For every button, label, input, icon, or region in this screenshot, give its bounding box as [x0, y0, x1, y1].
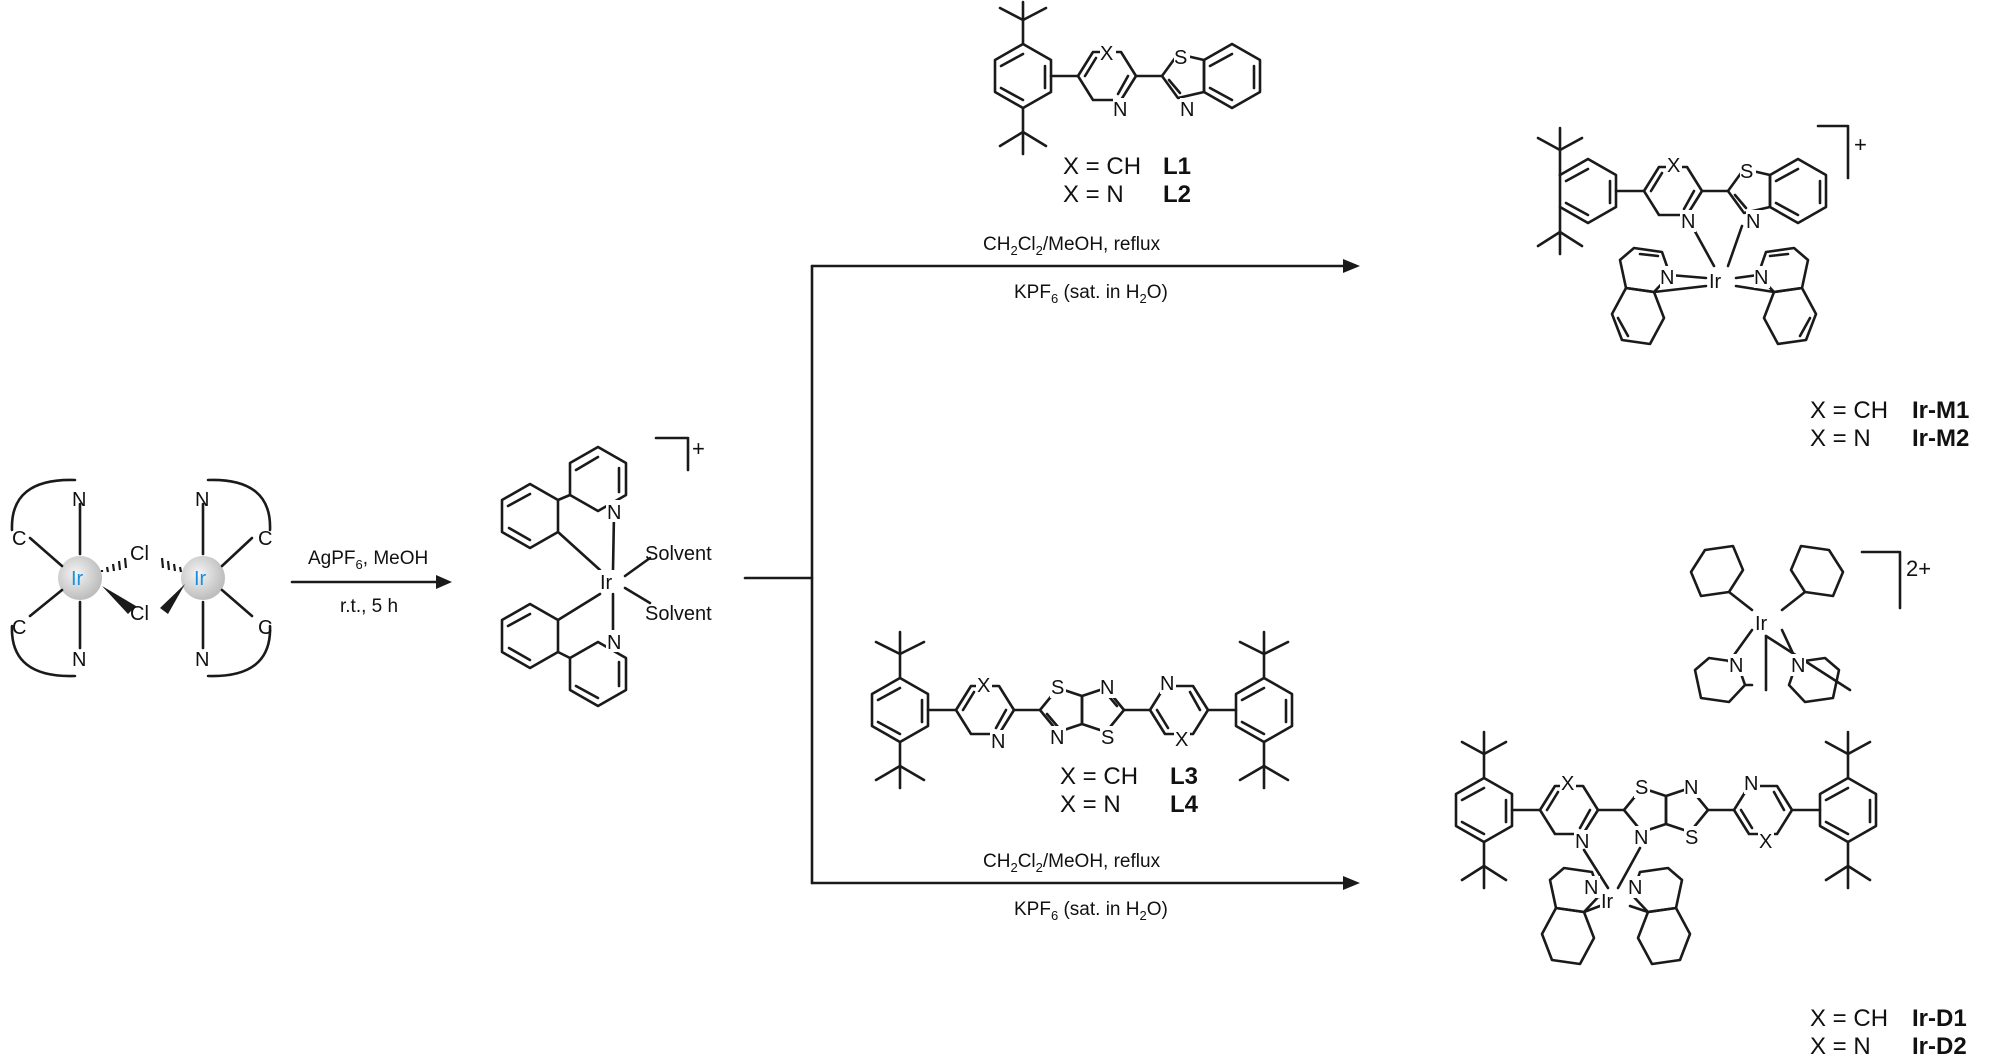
atom-s: S [1635, 777, 1648, 799]
atom-n: N [195, 489, 209, 511]
label-Ir-D2: X = N Ir-D2 [1810, 1033, 1967, 1060]
svg-text:X = CH: X = CH [1810, 397, 1888, 424]
atom-s: S [1685, 827, 1698, 849]
atom-n: N [1628, 877, 1642, 899]
ligand-solvent: Solvent [645, 543, 712, 565]
complex-Ir-M: X N S N Ir N N + [1536, 124, 1867, 346]
svg-text:CH2Cl2/MeOH, reflux: CH2Cl2/MeOH, reflux [983, 234, 1161, 258]
atom-s: S [1101, 727, 1114, 749]
ir-sphere-left [58, 556, 102, 600]
hashed-bond [100, 557, 183, 573]
atom-n: N [1575, 831, 1589, 853]
atom-n: N [1681, 211, 1695, 233]
atom-n: N [72, 489, 86, 511]
svg-text:X = CH: X = CH [1060, 763, 1138, 790]
atom-n: N [72, 649, 86, 671]
atom-n: N [1160, 673, 1174, 695]
wedge-bond [160, 584, 185, 614]
atom-n: N [1729, 655, 1743, 677]
arrow-step1: AgPF6, MeOH r.t., 5 h [290, 548, 452, 617]
svg-text:L1: L1 [1163, 153, 1191, 180]
atom-n: N [1634, 827, 1648, 849]
ir-sphere-right [181, 556, 225, 600]
ligand-L3-L4: X N S N N S N X [870, 630, 1294, 790]
atom-c: C [258, 617, 272, 639]
atom-n: N [1050, 727, 1064, 749]
label-L3: X = CH L3 [1060, 763, 1198, 790]
svg-text:X = N: X = N [1810, 1033, 1871, 1060]
condition-lower: CH2Cl2/MeOH, reflux KPF6 (sat. in H2O) [983, 851, 1168, 923]
atom-n: N [1584, 877, 1598, 899]
atom-x: X [977, 675, 990, 697]
svg-text:L3: L3 [1170, 763, 1198, 790]
svg-text:X = CH: X = CH [1810, 1005, 1888, 1032]
condition-upper: CH2Cl2/MeOH, reflux KPF6 (sat. in H2O) [983, 234, 1168, 306]
svg-text:X = N: X = N [1060, 791, 1121, 818]
atom-c: C [12, 617, 26, 639]
svg-text:X = N: X = N [1810, 425, 1871, 452]
atom-x: X [1667, 155, 1680, 177]
charge-label: + [692, 436, 705, 461]
atom-x: X [1175, 729, 1188, 751]
atom-s: S [1174, 47, 1187, 69]
svg-text:X = N: X = N [1063, 181, 1124, 208]
atom-s: S [1051, 677, 1064, 699]
svg-text:Ir-M2: Ir-M2 [1912, 425, 1969, 452]
label-Ir-M2: X = N Ir-M2 [1810, 425, 1969, 452]
atom-x: X [1100, 43, 1113, 65]
label-Ir-D1: X = CH Ir-D1 [1810, 1005, 1967, 1032]
atom-c: C [12, 528, 26, 550]
atom-cl: Cl [130, 543, 149, 565]
atom-n: N [1180, 99, 1194, 121]
atom-n: N [1744, 773, 1758, 795]
atom-x: X [1759, 831, 1772, 853]
label-L2: X = N L2 [1063, 181, 1191, 208]
atom-n: N [1100, 677, 1114, 699]
atom-n: N [1113, 99, 1127, 121]
atom-n: N [1746, 211, 1760, 233]
atom-ir: Ir [1709, 271, 1722, 293]
atom-ir: Ir [71, 568, 84, 590]
atom-n: N [1660, 267, 1674, 289]
atom-ir: Ir [1601, 891, 1614, 913]
svg-text:Ir-D1: Ir-D1 [1912, 1005, 1967, 1032]
atom-n: N [991, 731, 1005, 753]
label-Ir-M1: X = CH Ir-M1 [1810, 397, 1969, 424]
condition-reagent: AgPF6, MeOH [308, 548, 428, 572]
svg-text:Ir-M1: Ir-M1 [1912, 397, 1969, 424]
atom-n: N [1684, 777, 1698, 799]
ligand-L1-L2: X N S N [993, 0, 1262, 156]
atom-n: N [195, 649, 209, 671]
complex-Ir-D: Ir N N [1454, 544, 1931, 966]
svg-text:L4: L4 [1170, 791, 1199, 818]
svg-text:Ir-D2: Ir-D2 [1912, 1033, 1967, 1060]
svg-text:KPF6 (sat. in H2O): KPF6 (sat. in H2O) [1014, 899, 1168, 923]
charge-label: + [1854, 132, 1867, 157]
atom-n: N [1791, 655, 1805, 677]
svg-text:X = CH: X = CH [1063, 153, 1141, 180]
branch-lines [743, 259, 1360, 890]
label-L1: X = CH L1 [1063, 153, 1191, 180]
condition-temperature: r.t., 5 h [340, 596, 398, 617]
atom-s: S [1740, 161, 1753, 183]
iridium-chloro-dimer: N N N N C C C C Cl Cl Ir Ir [10, 478, 272, 678]
atom-x: X [1561, 773, 1574, 795]
ligand-solvent: Solvent [645, 603, 712, 625]
svg-text:KPF6 (sat. in H2O): KPF6 (sat. in H2O) [1014, 282, 1168, 306]
atom-n: N [607, 502, 621, 524]
svg-text:L2: L2 [1163, 181, 1191, 208]
wedge-bond [102, 586, 136, 614]
atom-ir: Ir [194, 568, 207, 590]
atom-ir: Ir [600, 572, 613, 594]
charge-label: 2+ [1906, 556, 1931, 581]
svg-text:CH2Cl2/MeOH, reflux: CH2Cl2/MeOH, reflux [983, 851, 1161, 875]
atom-ir: Ir [1755, 613, 1768, 635]
label-L4: X = N L4 [1060, 791, 1199, 818]
atom-cl: Cl [130, 603, 149, 625]
atom-c: C [258, 528, 272, 550]
atom-n: N [1754, 267, 1768, 289]
atom-n: N [607, 632, 621, 654]
solvento-complex: Ir N N Solvent Solvent + [500, 436, 712, 708]
